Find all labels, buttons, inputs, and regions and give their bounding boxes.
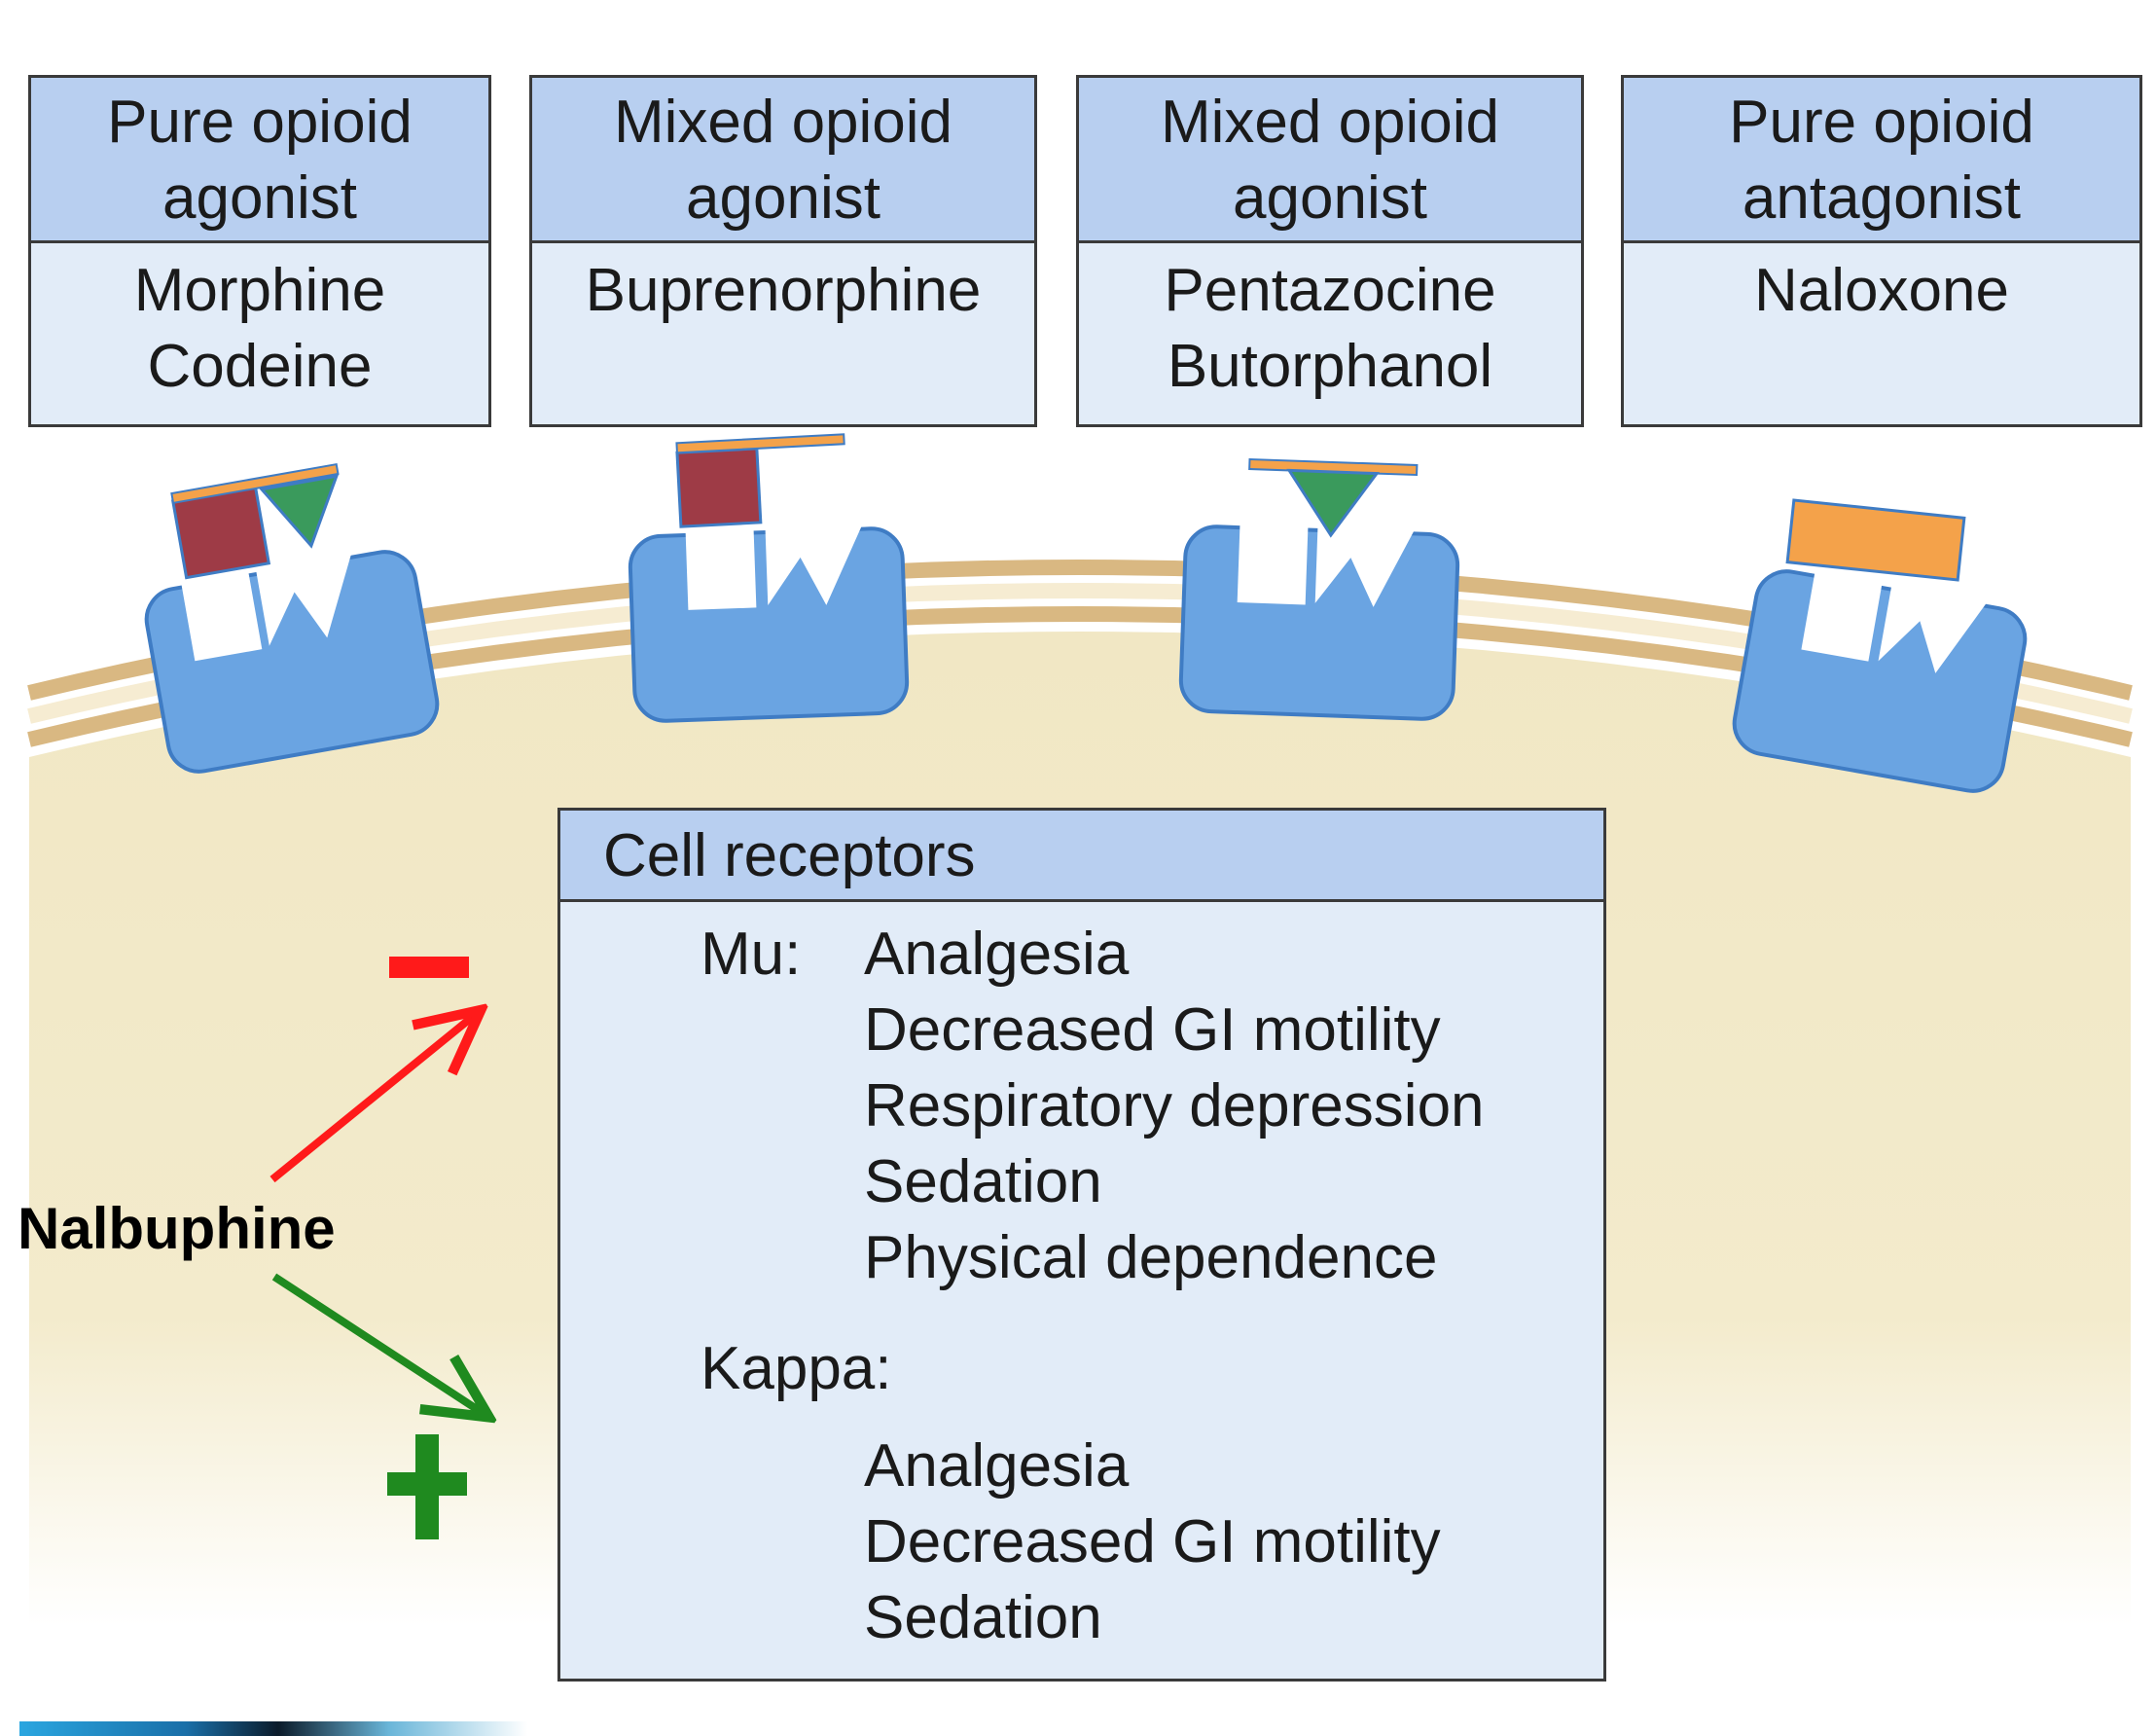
mu-label: Mu: [701, 921, 802, 988]
drug-class-heading: Pure opioid antagonist [1624, 78, 2139, 243]
minus-sign [389, 957, 469, 978]
legend-title: Cell receptors [560, 811, 1603, 902]
plus-sign [387, 1434, 467, 1539]
kappa-label: Kappa: [701, 1335, 892, 1402]
drug-names: Buprenorphine [585, 257, 982, 324]
drug-class-heading: Mixed opioid agonist [532, 78, 1034, 243]
ligand-naloxone [1785, 498, 1966, 582]
receptor-1 [144, 541, 440, 774]
plus-arrow [271, 1273, 483, 1413]
mu-effects: Analgesia Decreased GI motility Respirat… [864, 921, 1485, 1291]
drug-class-heading: Mixed opioid agonist [1079, 78, 1581, 243]
ligand-morphine [170, 462, 340, 580]
ligand-buprenorphine [675, 433, 845, 528]
slide-footer-bar [19, 1721, 944, 1736]
drug-class-box-1: Pure opioid agonist Morphine Codeine [28, 75, 491, 427]
drug-class-box-4: Pure opioid antagonist Naloxone [1621, 75, 2142, 427]
drug-names: Morphine Codeine [133, 257, 386, 400]
drug-class-box-2: Mixed opioid agonist Buprenorphine [529, 75, 1037, 427]
nalbuphine-label: Nalbuphine [18, 1196, 336, 1261]
drug-names: Naloxone [1754, 257, 2009, 324]
receptor-3 [1178, 513, 1460, 721]
minus-arrow [270, 1015, 475, 1183]
ligand-pentazocine [1248, 457, 1419, 538]
cell-receptors-legend: Cell receptors Mu: Analgesia Decreased G… [557, 808, 1606, 1682]
receptor-4 [1732, 561, 2028, 793]
receptor-2 [628, 514, 910, 723]
drug-class-heading: Pure opioid agonist [31, 78, 488, 243]
kappa-effects: Analgesia Decreased GI motility Sedation [864, 1432, 1441, 1651]
drug-names: Pentazocine Butorphanol [1164, 257, 1496, 400]
drug-class-box-3: Mixed opioid agonist Pentazocine Butorph… [1076, 75, 1584, 427]
